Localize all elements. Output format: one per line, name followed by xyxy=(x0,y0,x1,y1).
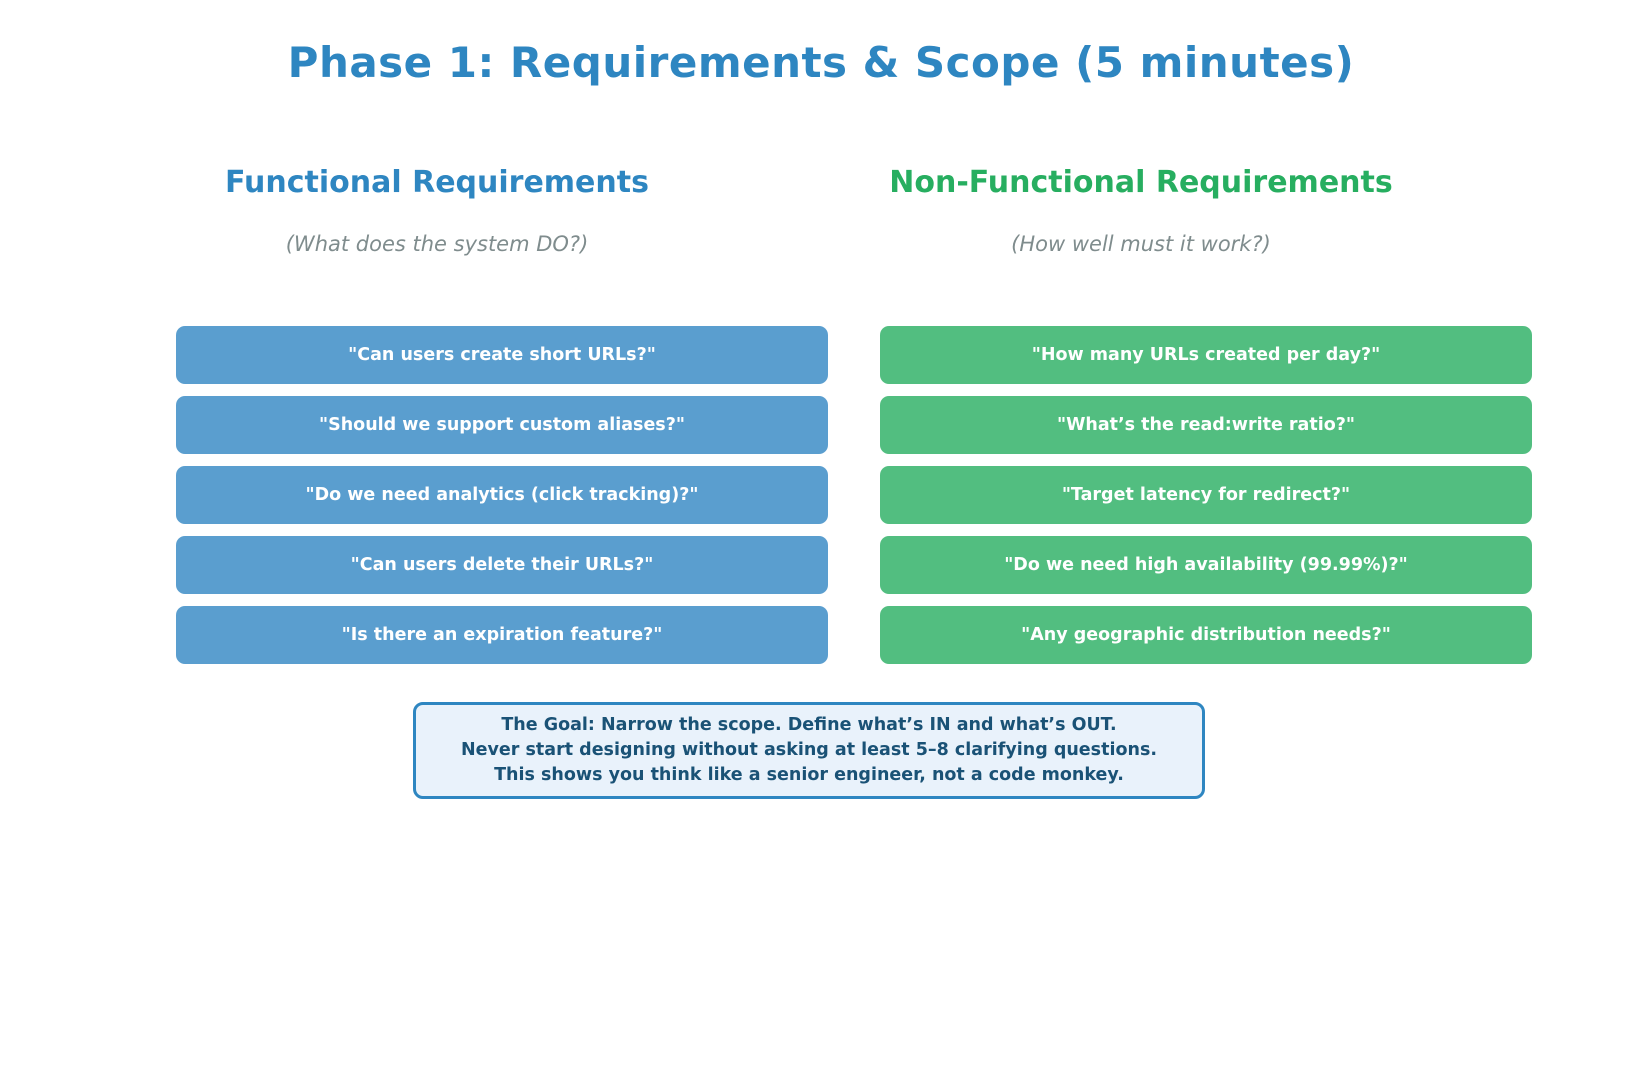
non-functional-question-card: "What’s the read:write ratio?" xyxy=(880,396,1532,454)
non-functional-question-card: "Do we need high availability (99.99%)?" xyxy=(880,536,1532,594)
functional-heading: Functional Requirements xyxy=(225,165,649,200)
functional-question-card: "Is there an expiration feature?" xyxy=(176,606,828,664)
goal-line: The Goal: Narrow the scope. Define what’… xyxy=(501,715,1117,735)
functional-subtitle: (What does the system DO?) xyxy=(285,232,589,256)
functional-question-card: "Can users create short URLs?" xyxy=(176,326,828,384)
page-title: Phase 1: Requirements & Scope (5 minutes… xyxy=(287,38,1355,87)
functional-question-card: "Can users delete their URLs?" xyxy=(176,536,828,594)
requirements-columns: Functional Requirements (What does the s… xyxy=(176,165,1532,676)
non-functional-heading: Non-Functional Requirements xyxy=(889,165,1393,200)
functional-question-list: "Can users create short URLs?" "Should w… xyxy=(176,326,828,664)
goal-line: Never start designing without asking at … xyxy=(460,740,1158,760)
non-functional-question-card: "Target latency for redirect?" xyxy=(880,466,1532,524)
non-functional-question-list: "How many URLs created per day?" "What’s… xyxy=(880,326,1532,664)
functional-question-card: "Do we need analytics (click tracking)?" xyxy=(176,466,828,524)
functional-question-card: "Should we support custom aliases?" xyxy=(176,396,828,454)
non-functional-column: Non-Functional Requirements (How well mu… xyxy=(880,165,1532,676)
functional-column: Functional Requirements (What does the s… xyxy=(176,165,828,676)
non-functional-subtitle: (How well must it work?) xyxy=(1011,232,1271,256)
non-functional-question-card: "Any geographic distribution needs?" xyxy=(880,606,1532,664)
goal-box: The Goal: Narrow the scope. Define what’… xyxy=(413,702,1205,799)
non-functional-question-card: "How many URLs created per day?" xyxy=(880,326,1532,384)
goal-line: This shows you think like a senior engin… xyxy=(494,765,1124,785)
